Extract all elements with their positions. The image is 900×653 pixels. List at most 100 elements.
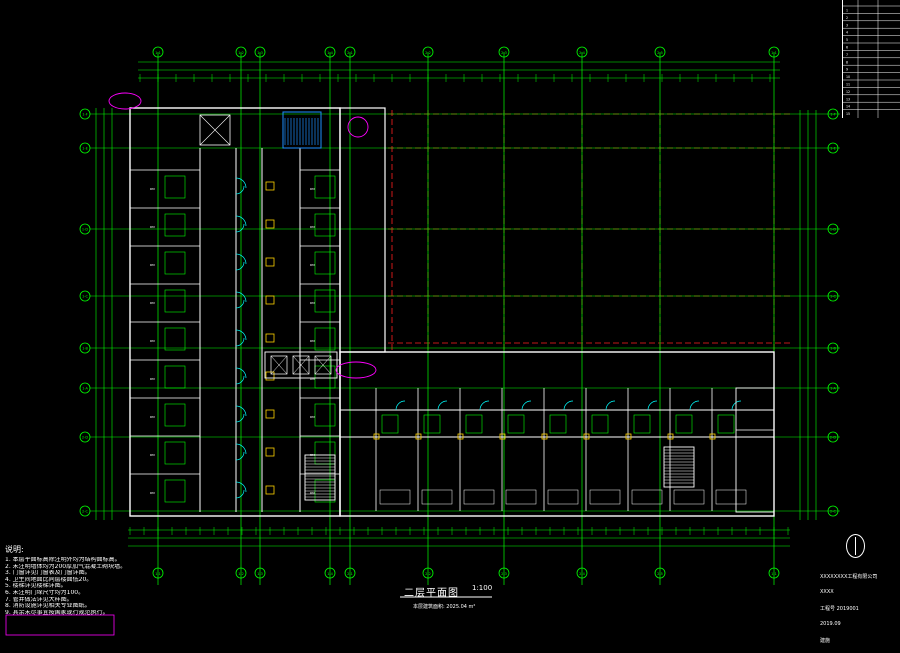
door-swing — [563, 400, 574, 411]
door-swing — [235, 413, 245, 423]
bathroom-fixture — [164, 365, 186, 389]
note-line: 6. 未注明门垛尺寸均为100。 — [5, 589, 85, 596]
notes-title: 说明: — [5, 545, 24, 554]
grid-axis-label: 2-D — [830, 436, 836, 440]
note-line: 3. 门窗详见门窗表及门窗详图。 — [5, 570, 91, 577]
east-end-room — [735, 387, 775, 513]
notes-highlight-box — [5, 614, 115, 636]
grid-axis-bubble — [79, 290, 91, 302]
grid-axis-bubble — [79, 108, 91, 120]
bathroom-fixture — [164, 251, 186, 275]
grid-axis-label: 2-C — [830, 510, 836, 514]
column — [541, 433, 548, 440]
door-swing — [235, 291, 247, 303]
grid-axis-bubble — [79, 342, 91, 354]
door-swing — [521, 400, 532, 411]
north-arrow-icon — [846, 534, 865, 558]
drawing-scale: 1:100 — [472, 584, 493, 592]
title-block-row-label: 7 — [846, 53, 848, 57]
title-block-row-label: 10 — [846, 75, 850, 79]
room-tag: RM — [310, 339, 315, 343]
grid-axis-bubble — [422, 46, 434, 58]
door-swing — [235, 215, 247, 227]
grid-axis-bubble — [152, 567, 164, 579]
door-swing — [479, 400, 490, 411]
drawing-date: 2019.09 — [820, 621, 841, 627]
column — [265, 295, 275, 305]
grid-axis-label: 1-B — [82, 347, 88, 351]
door-swing — [235, 451, 245, 461]
elevator-car — [292, 355, 310, 375]
grid-axis-bubble — [324, 46, 336, 58]
grid-axis-label: 1-A — [82, 387, 88, 391]
door-swing — [647, 400, 658, 411]
revision-cloud — [108, 92, 142, 110]
room-tag: RM — [150, 263, 155, 267]
revision-cloud — [347, 116, 369, 138]
door-swing — [235, 367, 247, 379]
grid-axis-bubble — [344, 46, 356, 58]
title-block-row-label: 12 — [846, 90, 850, 94]
room-tag: RM — [150, 377, 155, 381]
note-line: 2. 未注明墙体均为200厚加气混凝土砌块墙。 — [5, 563, 127, 570]
grid-axis-bubble — [235, 567, 247, 579]
bathroom-fixture — [164, 403, 186, 427]
grid-axis-bubble — [152, 46, 164, 58]
floor-plan-drawing: 1-11-11-21-21-31-31-41-42-12-12-22-22-32… — [5, 0, 900, 636]
grid-axis-label: 1-C — [830, 295, 836, 299]
title-block-row-label: 5 — [846, 38, 848, 42]
area-note: 本层建筑面积: 2025.04 m² — [413, 604, 476, 610]
room-tag: RM — [310, 263, 315, 267]
note-line: 4. 卫生间地面比同层楼面低20。 — [5, 576, 93, 583]
bathroom-fixture — [675, 414, 693, 434]
title-block-row-label: 2 — [846, 16, 848, 20]
title-block-table — [842, 0, 900, 118]
project-info: XXXXXXXX工程有限公司 XXXX 工程号 2019001 2019.09 … — [820, 573, 877, 653]
title-block-row-label: 15 — [846, 112, 850, 116]
column — [415, 433, 422, 440]
bathroom-fixture — [314, 403, 336, 427]
room-tag: RM — [310, 377, 315, 381]
grid-axis-label: 1-D — [830, 228, 836, 232]
door-swing — [235, 489, 245, 499]
room-tag: RM — [310, 187, 315, 191]
grid-axis-bubble — [827, 108, 839, 120]
balcony — [673, 489, 705, 505]
door-swing — [395, 400, 406, 411]
door-swing — [235, 253, 247, 265]
grid-axis-bubble — [654, 46, 666, 58]
column — [625, 433, 632, 440]
door-swing — [689, 400, 700, 411]
stair-core — [282, 111, 322, 149]
balcony — [505, 489, 537, 505]
grid-axis-label: 1-D — [82, 228, 88, 232]
elevator-shaft — [199, 114, 231, 146]
note-line: 1. 本层平面标高除注明外均为结构面标高。 — [5, 557, 121, 563]
room-tag: RM — [310, 415, 315, 419]
elevator-car — [270, 355, 288, 375]
grid-axis-label: 1-4 — [327, 51, 333, 55]
grid-axis-bubble — [576, 46, 588, 58]
bathroom-fixture — [591, 414, 609, 434]
door-swing — [235, 261, 245, 271]
balcony — [379, 489, 411, 505]
grid-axis-label: 1-F — [830, 113, 836, 117]
door-swing — [235, 299, 245, 309]
grid-axis-label: 2-5 — [657, 572, 663, 576]
room-tag: RM — [310, 301, 315, 305]
grid-axis-label: 2-1 — [347, 572, 353, 576]
grid-axis-bubble — [235, 46, 247, 58]
bathroom-fixture — [314, 327, 336, 351]
grid-axis-label: 2-5 — [657, 51, 663, 55]
grid-axis-label: 1-3 — [257, 51, 263, 55]
title-block-row-label: 1 — [846, 9, 848, 13]
grid-axis-bubble — [827, 505, 839, 517]
grid-axis-label: 1-2 — [238, 572, 244, 576]
door-swing — [235, 337, 245, 347]
grid-axis-bubble — [827, 290, 839, 302]
grid-axis-label: 1-F — [82, 113, 88, 117]
grid-axis-label: 1-1 — [771, 572, 777, 576]
bathroom-fixture — [164, 175, 186, 199]
bathroom-fixture — [717, 414, 735, 434]
door-swing — [235, 443, 247, 455]
